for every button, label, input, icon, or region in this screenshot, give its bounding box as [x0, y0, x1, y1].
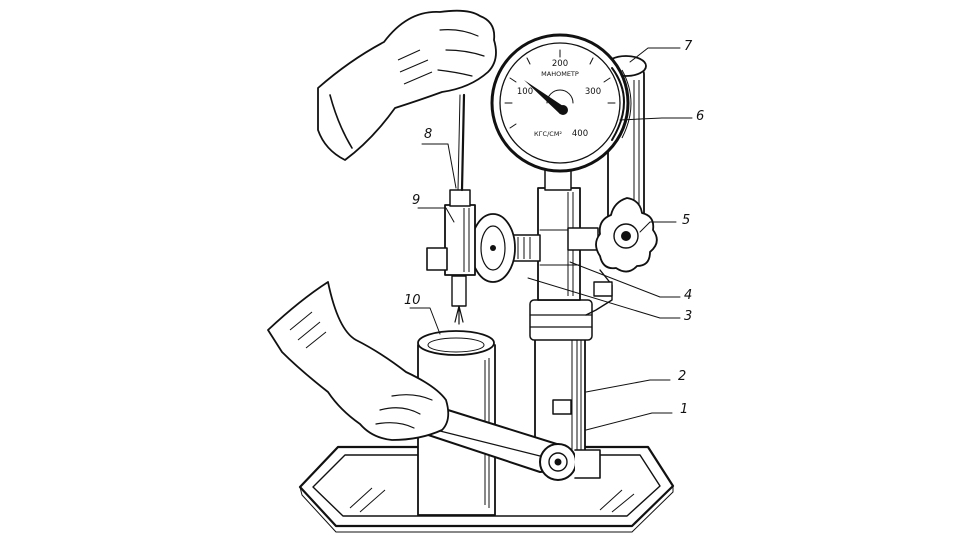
callout-6: 6: [696, 109, 704, 124]
callout-9: 9: [412, 193, 420, 208]
callout-labels: 1 2 3 4 5 6 7 8 9 10: [404, 39, 704, 417]
gauge-label-100: 100: [517, 87, 533, 97]
callout-4: 4: [684, 288, 692, 303]
callout-leaders: [409, 47, 693, 431]
upper-hand: [317, 9, 497, 161]
gauge-title: МАНОМЕТР: [541, 70, 579, 78]
gauge-hub: [558, 105, 568, 115]
gauge-label-400: 400: [572, 129, 588, 139]
gauge-unit: КГС/СМ²: [534, 130, 562, 138]
stand-column: [529, 299, 593, 456]
callout-5: 5: [682, 213, 690, 228]
callout-3: 3: [684, 309, 692, 324]
callout-1: 1: [680, 402, 688, 417]
callout-7: 7: [684, 39, 693, 54]
pressure-gauge: 200 МАНОМЕТР 100 300 КГС/СМ² 400: [490, 33, 632, 173]
fuel-injector: [426, 189, 476, 325]
callout-8: 8: [424, 127, 432, 142]
callout-10: 10: [404, 293, 421, 308]
shutoff-valve: [567, 197, 658, 273]
gauge-needle: [524, 80, 566, 114]
gauge-label-300: 300: [585, 87, 601, 97]
union-fitting: [470, 213, 541, 283]
callout-2: 2: [678, 369, 686, 384]
gauge-label-200: 200: [552, 59, 568, 69]
lower-hand: [267, 281, 450, 441]
